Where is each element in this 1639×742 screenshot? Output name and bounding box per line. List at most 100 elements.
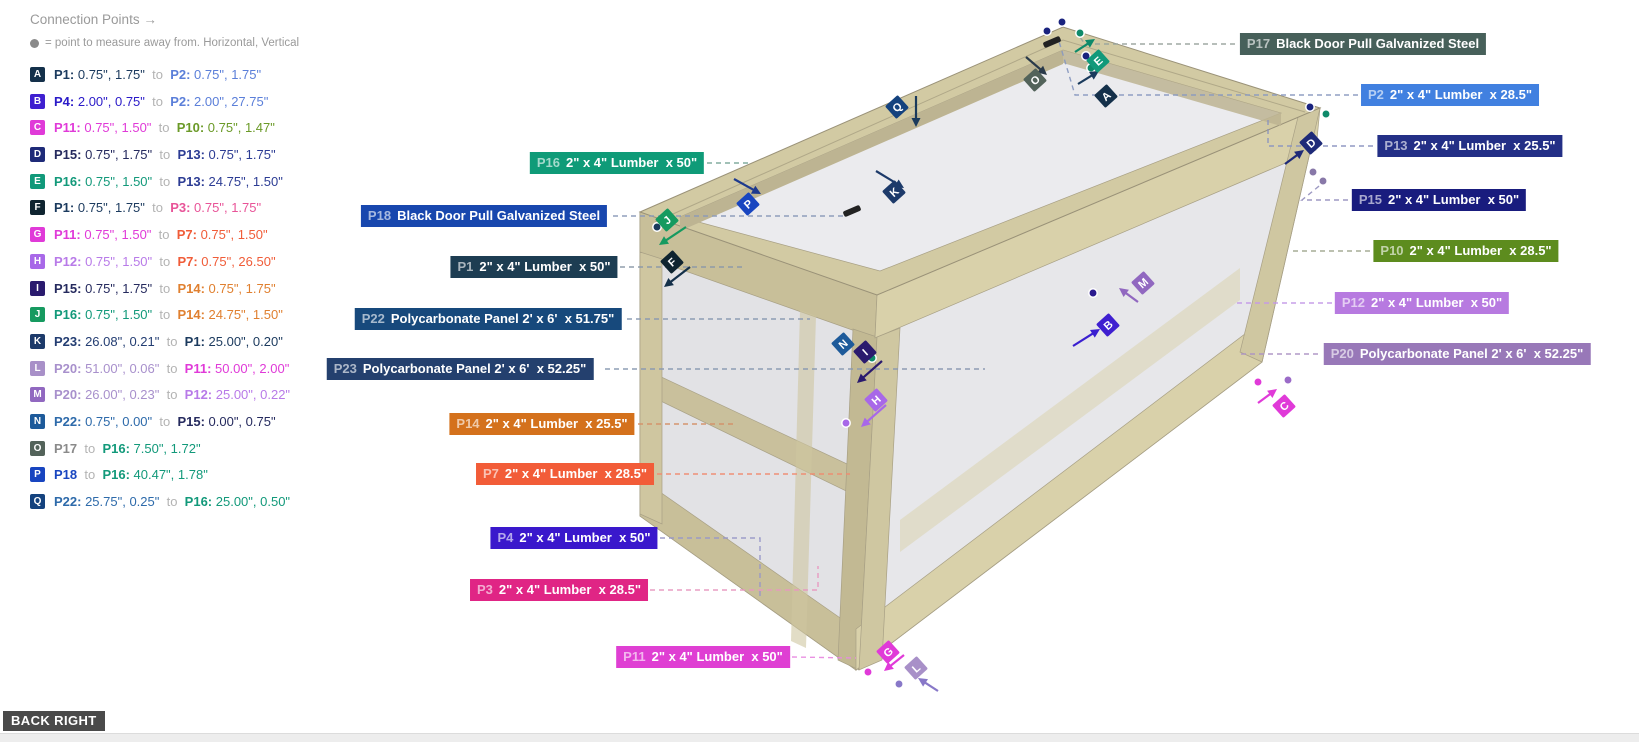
connection-row-E[interactable]: E P16: 0.75", 1.50" to P13: 24.75", 1.50" bbox=[30, 173, 299, 189]
view-label[interactable]: BACK RIGHT bbox=[3, 711, 105, 731]
connection-row-text: P22: 0.75", 0.00" to P15: 0.00", 0.75" bbox=[54, 414, 276, 429]
model-badge-C[interactable]: C bbox=[1272, 394, 1296, 418]
connection-row-I[interactable]: I P15: 0.75", 1.75" to P14: 0.75", 1.75" bbox=[30, 280, 299, 296]
model-badge-G[interactable]: G bbox=[876, 640, 900, 664]
model-badge-B[interactable]: B bbox=[1096, 313, 1120, 337]
from-part-id: P16: bbox=[54, 307, 82, 323]
part-label-name: 2" x 4" Lumber x 28.5" bbox=[498, 582, 641, 597]
connection-row-text: P15: 0.75", 1.75" to P14: 0.75", 1.75" bbox=[54, 281, 276, 296]
connection-arrow bbox=[1072, 331, 1096, 347]
connection-badge-B: B bbox=[30, 93, 45, 109]
connection-row-text: P16: 0.75", 1.50" to P14: 24.75", 1.50" bbox=[54, 307, 283, 322]
model-badge-J[interactable]: J bbox=[655, 208, 679, 232]
connection-arrow bbox=[864, 404, 887, 424]
model-badge-M[interactable]: M bbox=[1131, 271, 1155, 295]
part-label-id: P15 bbox=[1358, 192, 1382, 207]
to-part-id: P7: bbox=[176, 227, 197, 243]
connection-badge-J: J bbox=[30, 307, 45, 323]
connection-badge-L: L bbox=[30, 360, 45, 376]
model-badge-L[interactable]: L bbox=[904, 656, 928, 680]
model-badge-E[interactable]: E bbox=[1086, 49, 1110, 73]
model-badge-Q[interactable]: Q bbox=[885, 95, 909, 119]
measure-point-dot bbox=[1308, 167, 1318, 177]
to-word: to bbox=[77, 440, 103, 456]
model-badge-D[interactable]: D bbox=[1299, 131, 1323, 155]
to-part-id: P14: bbox=[177, 307, 205, 323]
part-label-id: P2 bbox=[1368, 87, 1384, 102]
to-part-values: 0.75", 1.47" bbox=[204, 120, 275, 136]
badge-box bbox=[660, 250, 684, 274]
from-part-values: 0.75", 1.50" bbox=[81, 253, 153, 269]
to-word: to bbox=[152, 147, 178, 163]
from-part-id: P15: bbox=[54, 147, 82, 163]
from-part-id: P4: bbox=[54, 93, 75, 109]
connection-badge-I: I bbox=[30, 280, 45, 296]
model-badge-F[interactable]: F bbox=[660, 250, 684, 274]
connection-row-text: P16: 0.75", 1.50" to P13: 24.75", 1.50" bbox=[54, 174, 283, 189]
to-part-id: P2: bbox=[170, 67, 191, 82]
model-badge-I[interactable]: I bbox=[853, 340, 877, 364]
to-word: to bbox=[152, 280, 178, 296]
part-label-id: P18 bbox=[367, 208, 392, 223]
part-label-id: P1 bbox=[457, 259, 474, 274]
badge-letter: I bbox=[861, 347, 871, 358]
model-badge-H[interactable]: H bbox=[864, 388, 888, 412]
connection-points-panel: Connection Points → = point to measure a… bbox=[30, 12, 299, 521]
connection-row-text: P11: 0.75", 1.50" to P7: 0.75", 1.50" bbox=[54, 227, 268, 242]
connection-row-J[interactable]: J P16: 0.75", 1.50" to P14: 24.75", 1.50" bbox=[30, 307, 299, 323]
model-badge-O[interactable]: O bbox=[1023, 68, 1047, 92]
to-word: to bbox=[144, 67, 171, 82]
from-part-values: 0.75", 1.75" bbox=[74, 200, 145, 216]
connection-badge-E: E bbox=[30, 173, 45, 189]
model-badge-K[interactable]: K bbox=[882, 180, 906, 204]
connection-row-text: P20: 26.00", 0.23" to P12: 25.00", 0.22" bbox=[54, 387, 290, 402]
from-part-id: P1: bbox=[54, 200, 75, 216]
from-part-id: P1: bbox=[54, 67, 75, 82]
badge-box bbox=[853, 340, 877, 364]
from-part-values: 0.75", 1.50" bbox=[81, 307, 153, 323]
connection-arrow-head bbox=[659, 236, 669, 245]
connection-badge-Q: Q bbox=[30, 494, 45, 509]
badge-box bbox=[1131, 271, 1155, 295]
part-label-id: P20 bbox=[1330, 346, 1354, 361]
measure-point-dot bbox=[1081, 51, 1091, 61]
from-part-id: P11: bbox=[54, 227, 81, 243]
model-badge-A[interactable]: A bbox=[1094, 84, 1118, 108]
model-badge-P[interactable]: P bbox=[736, 192, 760, 216]
horizontal-scrollbar[interactable] bbox=[0, 733, 1639, 742]
model-badge-N[interactable]: N bbox=[831, 332, 855, 356]
leader-line-P17 bbox=[1078, 35, 1235, 45]
